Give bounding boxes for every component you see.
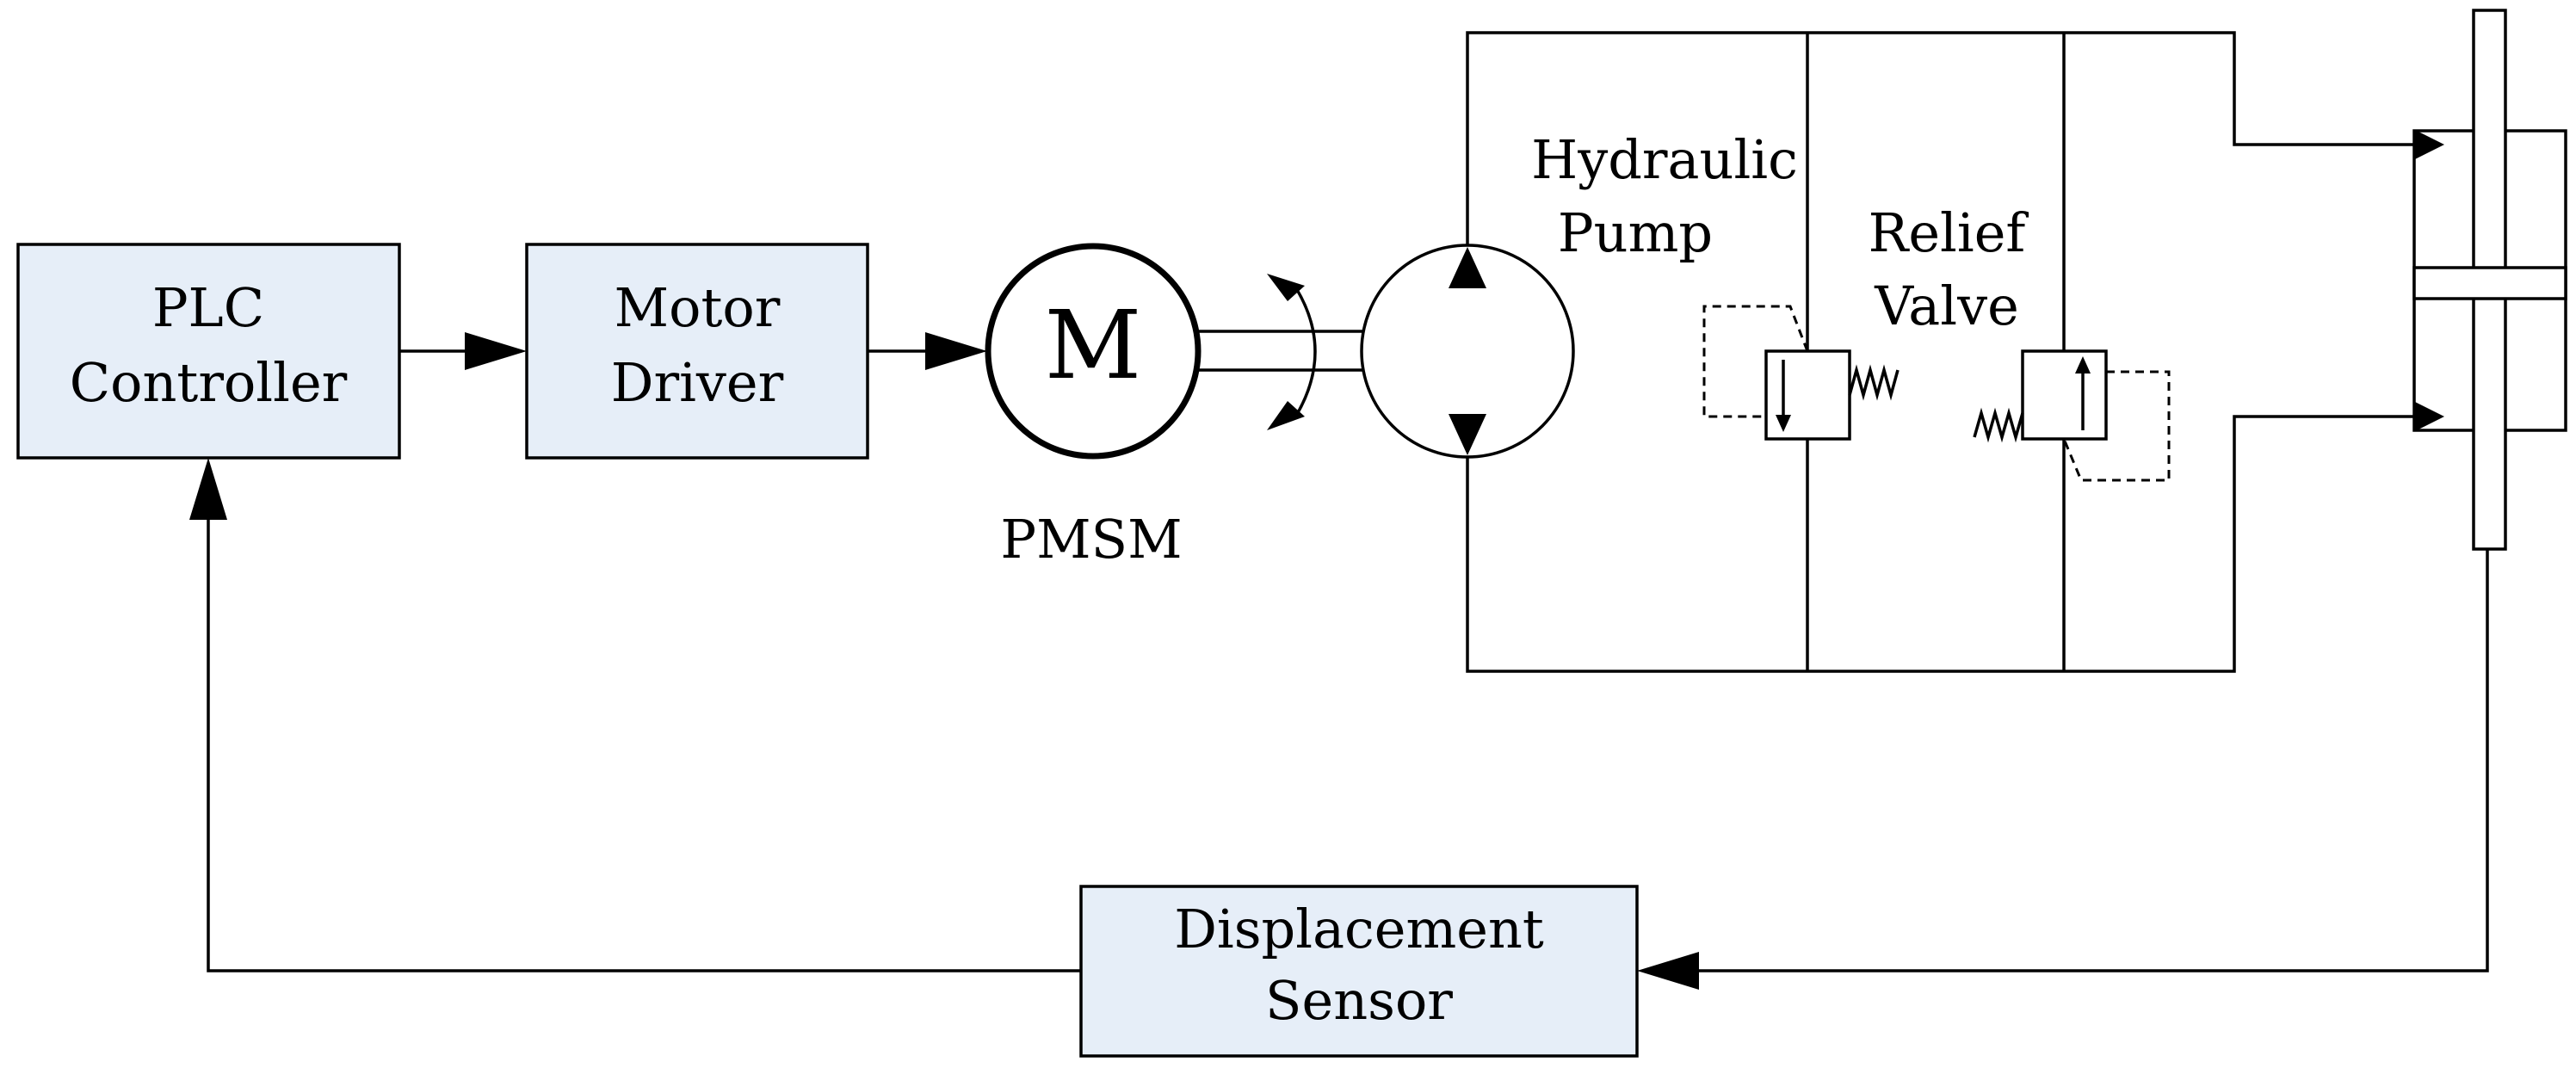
pump-label-line1: Hydraulic bbox=[1531, 128, 1798, 191]
pump-outlet-arrow-icon bbox=[1449, 414, 1486, 455]
displacement-sensor-block: Displacement Sensor bbox=[1079, 885, 1639, 1058]
valve-flow-arrow-icon bbox=[1776, 415, 1791, 432]
relief-valve-2-body bbox=[2021, 349, 2108, 441]
hydraulic-cylinder bbox=[2412, 9, 2567, 551]
displacement-sensor-label-line1: Displacement bbox=[1174, 898, 1544, 960]
motor-caption: PMSM bbox=[1000, 508, 1182, 571]
cylinder-inlet-arrow-icon bbox=[2415, 402, 2444, 431]
arrowhead-right-icon bbox=[925, 332, 987, 370]
displacement-sensor-box bbox=[1079, 885, 1639, 1058]
motor-circle bbox=[985, 243, 1202, 460]
relief-valve-1-pilot-line bbox=[1702, 305, 1809, 418]
arrowhead-left-icon bbox=[1637, 952, 1699, 990]
driver-to-motor-connector bbox=[868, 332, 987, 370]
motor-symbol: M bbox=[1045, 290, 1142, 400]
pump-outlet-arrow-icon bbox=[1449, 247, 1486, 288]
plc-controller-block: PLC Controller bbox=[16, 243, 401, 460]
relief-valve-1-body bbox=[1764, 349, 1851, 441]
spring-icon bbox=[1973, 407, 2024, 443]
sensor-to-plc-feedback-connector bbox=[189, 458, 1081, 972]
displacement-sensor-label-line2: Sensor bbox=[1265, 969, 1453, 1032]
relief-valve-2: Relief Valve bbox=[1869, 201, 2171, 482]
hydraulic-pump: Hydraulic Pump bbox=[1360, 128, 1798, 459]
motor-driver-label-line1: Motor bbox=[615, 276, 781, 339]
arrowhead-up-icon bbox=[189, 458, 227, 520]
motor-driver-block: Motor Driver bbox=[525, 243, 869, 460]
relief-valve-label-line2: Valve bbox=[1874, 275, 2019, 337]
cylinder-inlet-arrow-icon bbox=[2415, 130, 2444, 159]
relief-valve-1 bbox=[1702, 305, 1900, 441]
arrowhead-right-icon bbox=[465, 332, 527, 370]
plc-controller-box bbox=[16, 243, 401, 460]
plc-controller-label-line1: PLC bbox=[152, 276, 264, 339]
cylinder-piston bbox=[2412, 266, 2567, 300]
plc-to-driver-connector bbox=[399, 332, 527, 370]
relief-valve-label-line1: Relief bbox=[1869, 201, 2029, 264]
pump-label-line2: Pump bbox=[1558, 201, 1713, 264]
motor-driver-label-line2: Driver bbox=[611, 351, 784, 414]
cylinder-to-sensor-connector bbox=[1637, 549, 2489, 990]
motor-pump-shaft bbox=[1198, 330, 1365, 372]
pmsm-motor: M PMSM bbox=[985, 243, 1202, 571]
motor-driver-box bbox=[525, 243, 869, 460]
plc-controller-label-line2: Controller bbox=[70, 351, 348, 414]
spring-icon bbox=[1848, 364, 1900, 401]
valve-flow-arrow-icon bbox=[2075, 356, 2091, 373]
rotation-direction-icon bbox=[1267, 274, 1317, 430]
